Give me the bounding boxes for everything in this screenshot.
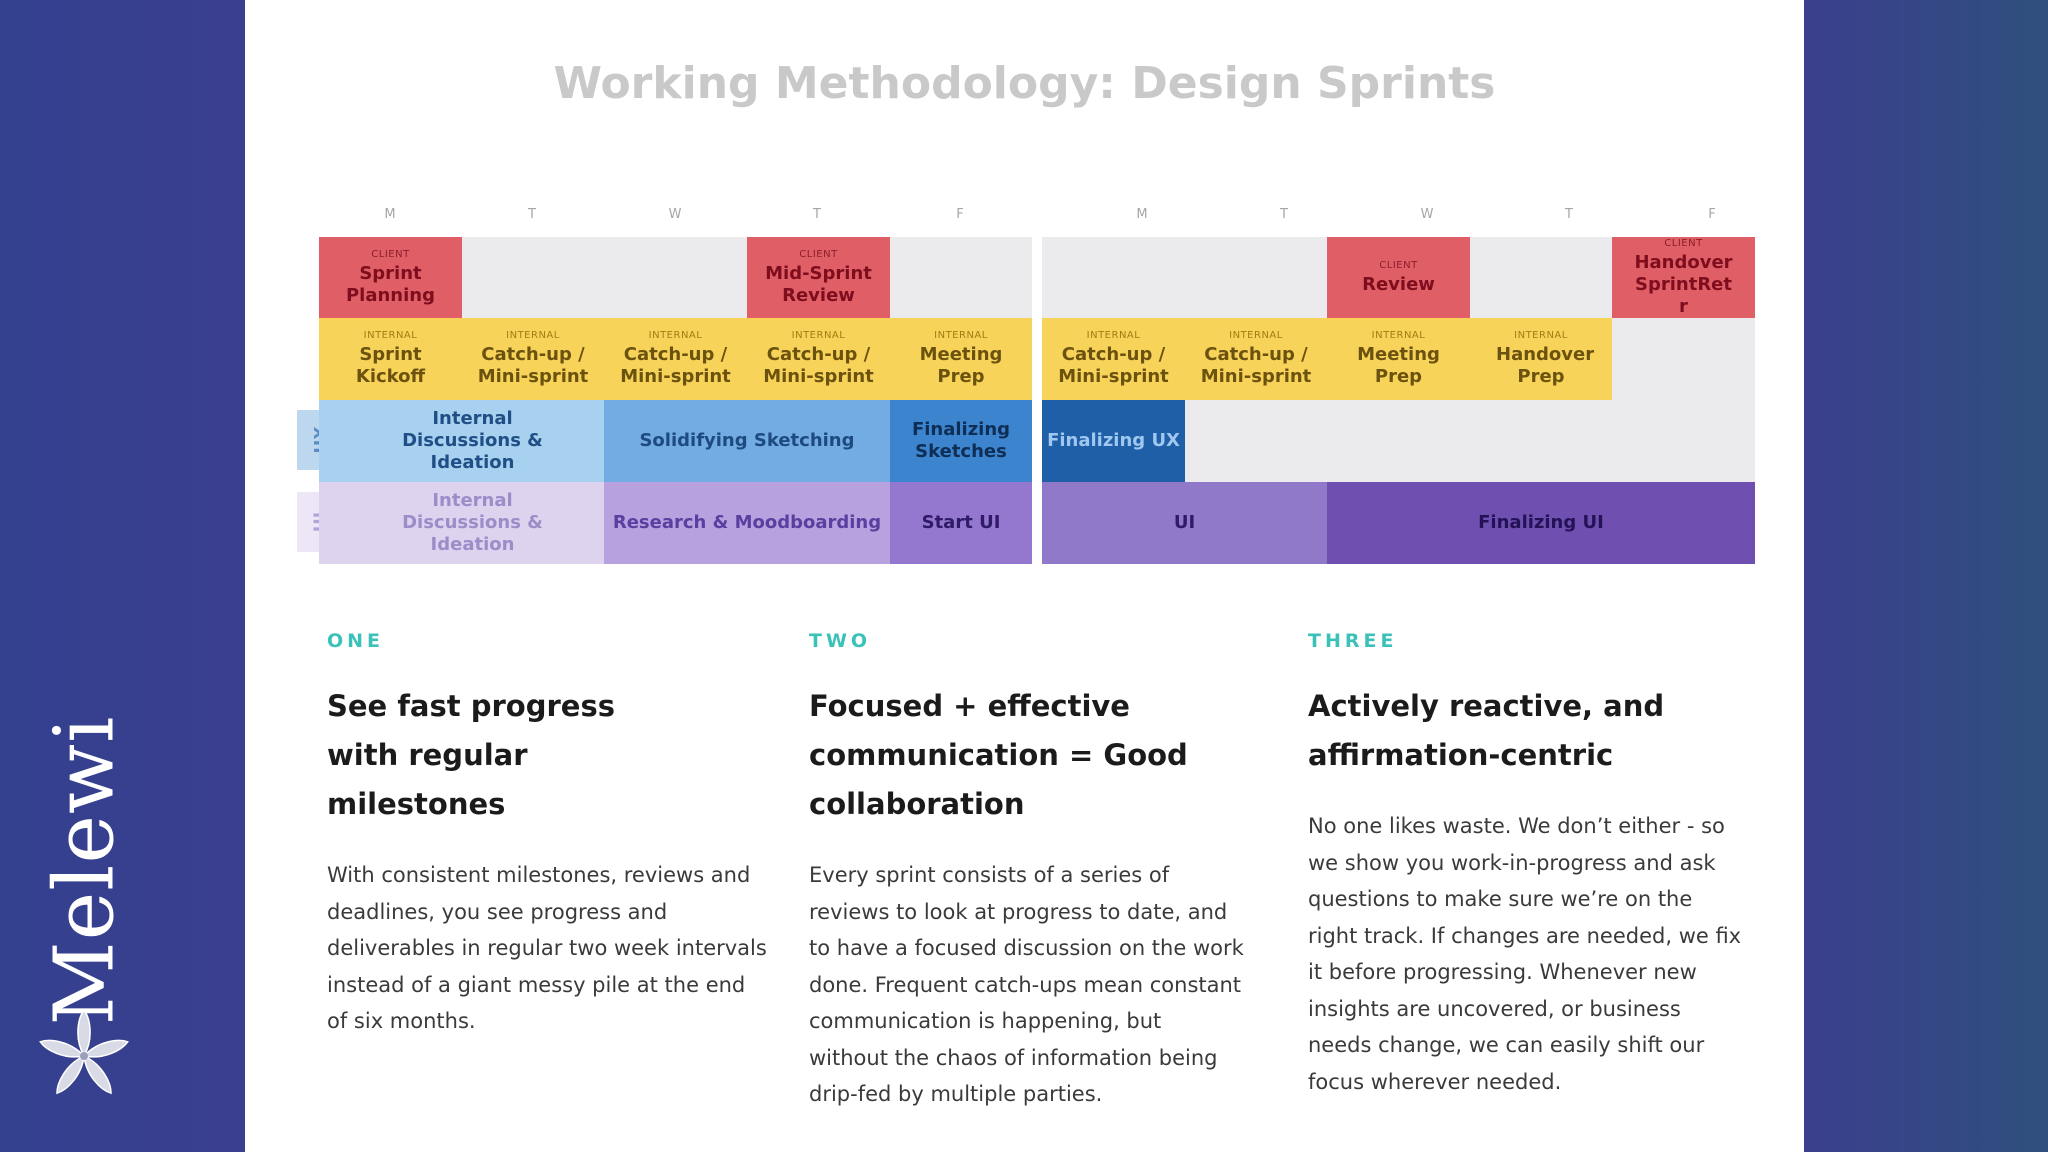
event-tag: INTERNAL (648, 330, 703, 341)
empty-slot (1185, 400, 1755, 482)
internal-event: INTERNAL Catch-up / Mini-sprint (1042, 318, 1185, 400)
event-label: Catch-up / Mini-sprint (1058, 344, 1169, 387)
day-header: W (1420, 207, 1434, 222)
internal-event: INTERNAL Meeting Prep (1327, 318, 1470, 400)
event-label: Review (1362, 273, 1435, 295)
client-event: CLIENT Handover SprintRetr (1612, 237, 1755, 318)
phase-label: Internal Discussions & Ideation (402, 408, 543, 473)
ui-phase: Finalizing UI (1327, 482, 1755, 564)
phase-label: Finalizing UI (1478, 512, 1604, 533)
section-heading: Actively reactive, and affirmation-centr… (1308, 689, 1665, 772)
event-label: Handover SprintRetr (1634, 251, 1733, 317)
event-label: Meeting Prep (919, 344, 1003, 387)
section-number: TWO (809, 630, 872, 652)
section-number: THREE (1308, 630, 1398, 652)
section-heading: See fast progress with regular milestone… (327, 689, 615, 821)
event-label: Mid-Sprint Review (765, 262, 872, 306)
event-tag: INTERNAL (791, 330, 846, 341)
ui-phase: UI (1042, 482, 1327, 564)
event-label: Sprint Kickoff (355, 344, 426, 387)
internal-event: INTERNAL Catch-up / Mini-sprint (1185, 318, 1327, 400)
phase-label: Finalizing UX (1047, 430, 1180, 451)
event-label: Meeting Prep (1357, 344, 1440, 387)
client-event: CLIENT Mid-Sprint Review (747, 237, 890, 318)
empty-slot (1470, 237, 1612, 318)
day-header: F (956, 207, 964, 222)
event-tag: INTERNAL (1086, 330, 1141, 341)
section-one: ONE See fast progress with regular miles… (327, 630, 767, 1040)
event-tag: INTERNAL (934, 330, 988, 341)
day-header: T (1565, 207, 1573, 222)
event-tag: INTERNAL (1229, 330, 1283, 341)
section-body: No one likes waste. We don’t either - so… (1308, 814, 1742, 1094)
day-header: T (528, 207, 536, 222)
event-label: Catch-up / Mini-sprint (477, 344, 589, 387)
internal-event: INTERNAL Handover Prep (1470, 318, 1612, 400)
event-label: Catch-up / Mini-sprint (763, 344, 874, 387)
day-header: M (384, 207, 396, 222)
event-label: Catch-up / Mini-sprint (1200, 344, 1312, 387)
day-header: M (1136, 207, 1148, 222)
event-tag: CLIENT (1664, 237, 1703, 249)
client-event: CLIENT Sprint Planning (319, 237, 462, 318)
empty-slot (462, 237, 747, 318)
phase-label: Solidifying Sketching (639, 430, 855, 451)
slide: Working Methodology: Design Sprints M T … (245, 0, 1804, 1152)
event-tag: INTERNAL (363, 330, 418, 341)
phase-label: Internal Discussions & Ideation (402, 490, 543, 555)
section-body: Every sprint consists of a series of rev… (809, 863, 1244, 1106)
event-tag: INTERNAL (1514, 330, 1568, 341)
event-label: Sprint Planning (345, 262, 435, 306)
section-body: With consistent milestones, reviews and … (327, 863, 767, 1033)
brand-logo: Melewi (38, 715, 133, 1025)
section-two: TWO Focused + effective communication = … (809, 630, 1249, 1113)
day-header: W (668, 207, 682, 222)
ux-phase: Finalizing UX (1042, 400, 1185, 482)
flower-icon (39, 1008, 129, 1095)
ui-phase: Internal Discussions & Ideation (319, 482, 604, 564)
ui-phase: Research & Moodboarding (604, 482, 890, 564)
empty-slot (1042, 237, 1327, 318)
event-tag: CLIENT (1379, 259, 1418, 271)
section-three: THREE Actively reactive, and affirmation… (1308, 630, 1748, 1100)
event-tag: CLIENT (799, 248, 838, 260)
phase-label: Finalizing Sketches (911, 419, 1011, 462)
phase-label: Start UI (921, 512, 1001, 533)
section-heading: Focused + effective communication = Good… (809, 689, 1188, 821)
ux-phase: Internal Discussions & Ideation (319, 400, 604, 482)
empty-slot (890, 237, 1032, 318)
empty-slot (1612, 318, 1755, 400)
client-event: CLIENT Review (1327, 237, 1470, 318)
ui-phase: Start UI (890, 482, 1032, 564)
phase-label: UI (1173, 512, 1196, 533)
phase-label: Research & Moodboarding (612, 512, 882, 533)
internal-event: INTERNAL Catch-up / Mini-sprint (747, 318, 890, 400)
page-title: Working Methodology: Design Sprints (553, 58, 1496, 109)
internal-event: INTERNAL Sprint Kickoff (319, 318, 462, 400)
event-label: Handover Prep (1496, 344, 1595, 387)
brand-panel: Melewi (0, 0, 245, 1152)
event-label: Catch-up / Mini-sprint (620, 344, 731, 387)
day-header: T (813, 207, 821, 222)
section-number: ONE (327, 630, 385, 652)
internal-event: INTERNAL Catch-up / Mini-sprint (604, 318, 747, 400)
internal-event: INTERNAL Meeting Prep (890, 318, 1032, 400)
day-header: T (1280, 207, 1288, 222)
ux-phase: Finalizing Sketches (890, 400, 1032, 482)
event-tag: CLIENT (371, 248, 410, 260)
event-tag: INTERNAL (506, 330, 560, 341)
brand-name: Melewi (37, 715, 133, 1025)
day-header: F (1708, 207, 1716, 222)
internal-event: INTERNAL Catch-up / Mini-sprint (462, 318, 604, 400)
event-tag: INTERNAL (1371, 330, 1426, 341)
ux-phase: Solidifying Sketching (604, 400, 890, 482)
